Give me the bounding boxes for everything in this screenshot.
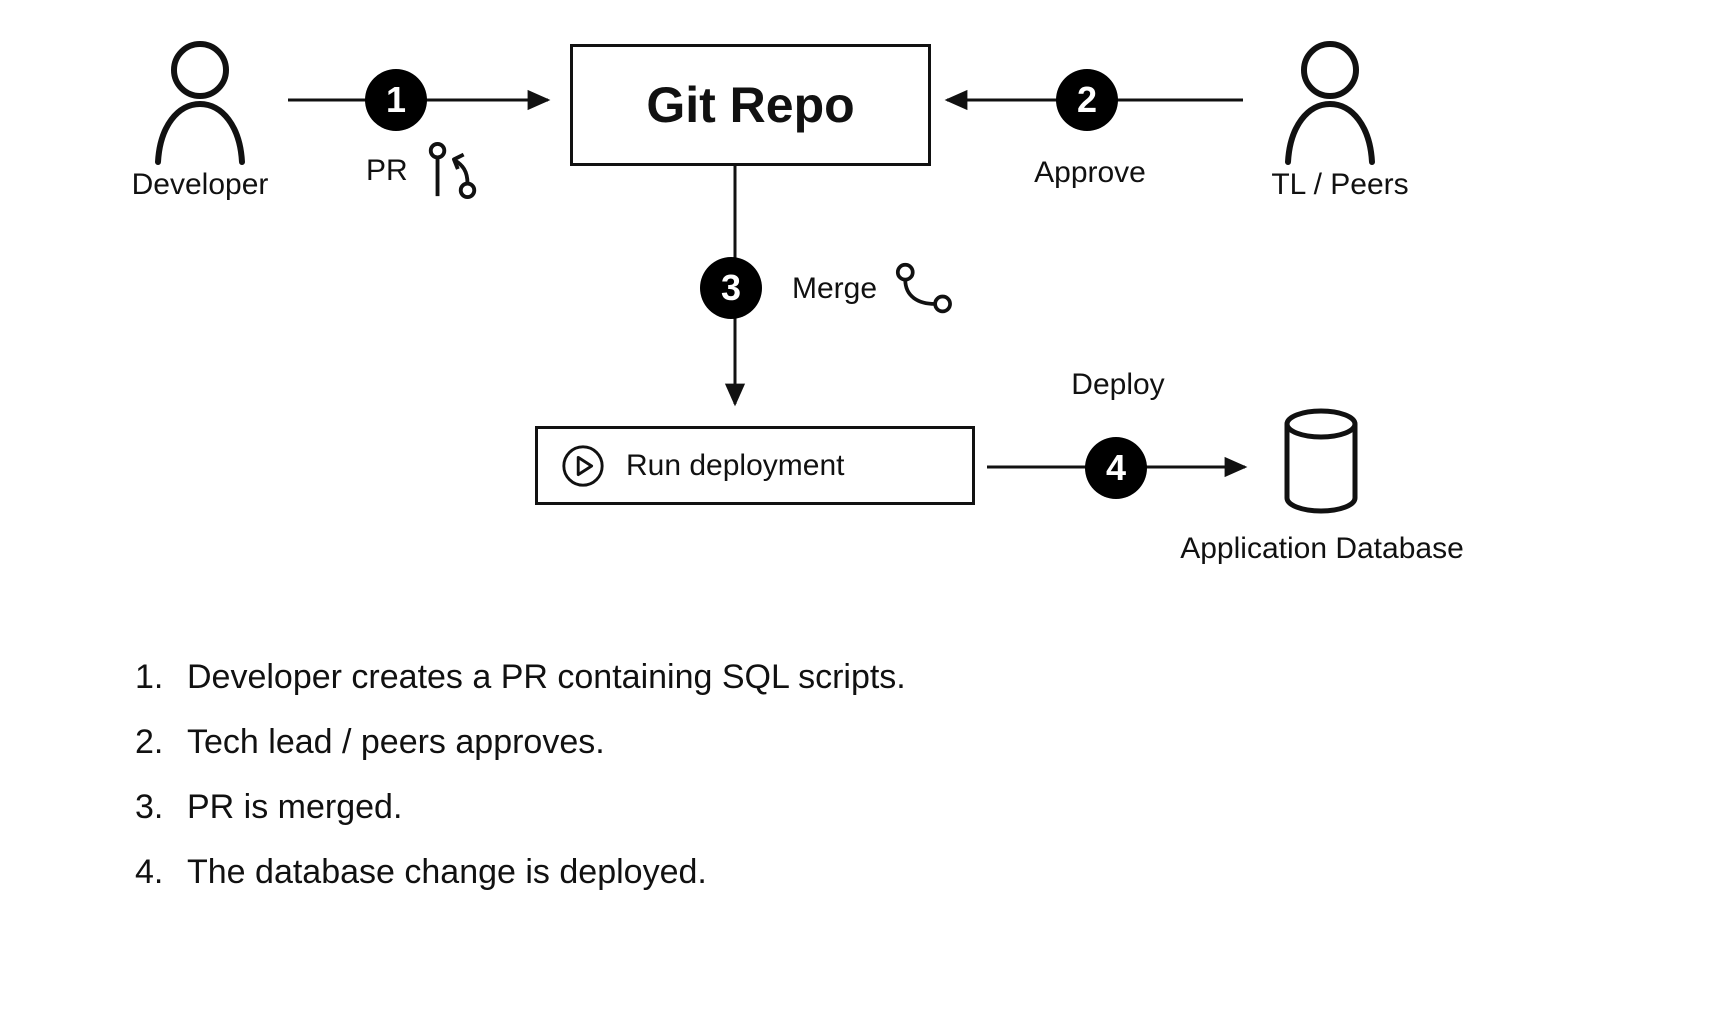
step-text: The database change is deployed. [187,853,707,891]
badge-step-4: 4 [1085,437,1147,499]
badge-step-1: 1 [365,69,427,131]
step-text: Tech lead / peers approves. [187,723,605,761]
deploy-label: Deploy [1071,368,1165,401]
developer-label: Developer [131,168,269,201]
git-repo-label: Git Repo [646,77,855,133]
pr-edge-label-group: PR [366,140,482,202]
badge-step-2: 2 [1056,69,1118,131]
step-number: 4. [135,853,164,891]
pr-label: PR [366,154,408,187]
merge-label: Merge [792,272,878,305]
step-item-3: 3. PR is merged. [135,775,906,840]
play-icon [562,444,604,487]
git-repo-node: Git Repo [570,44,931,166]
database-icon [1284,408,1358,514]
step-item-1: 1. Developer creates a PR containing SQL… [135,645,906,710]
tl-peers-person-icon [1285,41,1375,165]
step-number: 1. [135,658,164,696]
developer-person-icon [155,41,245,165]
steps-list: 1. Developer creates a PR containing SQL… [135,645,906,905]
application-database-label: Application Database [1180,532,1464,565]
approve-label: Approve [1034,156,1146,189]
step-number: 2. [135,723,164,761]
step-item-4: 4. The database change is deployed. [135,840,906,905]
run-deployment-label: Run deployment [626,448,845,482]
git-pull-request-icon [428,142,476,200]
run-deployment-node: Run deployment [535,426,975,505]
badge-step-3: 3 [700,257,762,319]
step-item-2: 2. Tech lead / peers approves. [135,710,906,775]
step-number: 3. [135,788,164,826]
step-text: Developer creates a PR containing SQL sc… [187,658,906,696]
merge-edge-label-group: Merge [792,261,953,317]
tl-peers-label: TL / Peers [1271,168,1409,201]
step-text: PR is merged. [187,788,403,826]
git-merge-icon [895,262,952,314]
